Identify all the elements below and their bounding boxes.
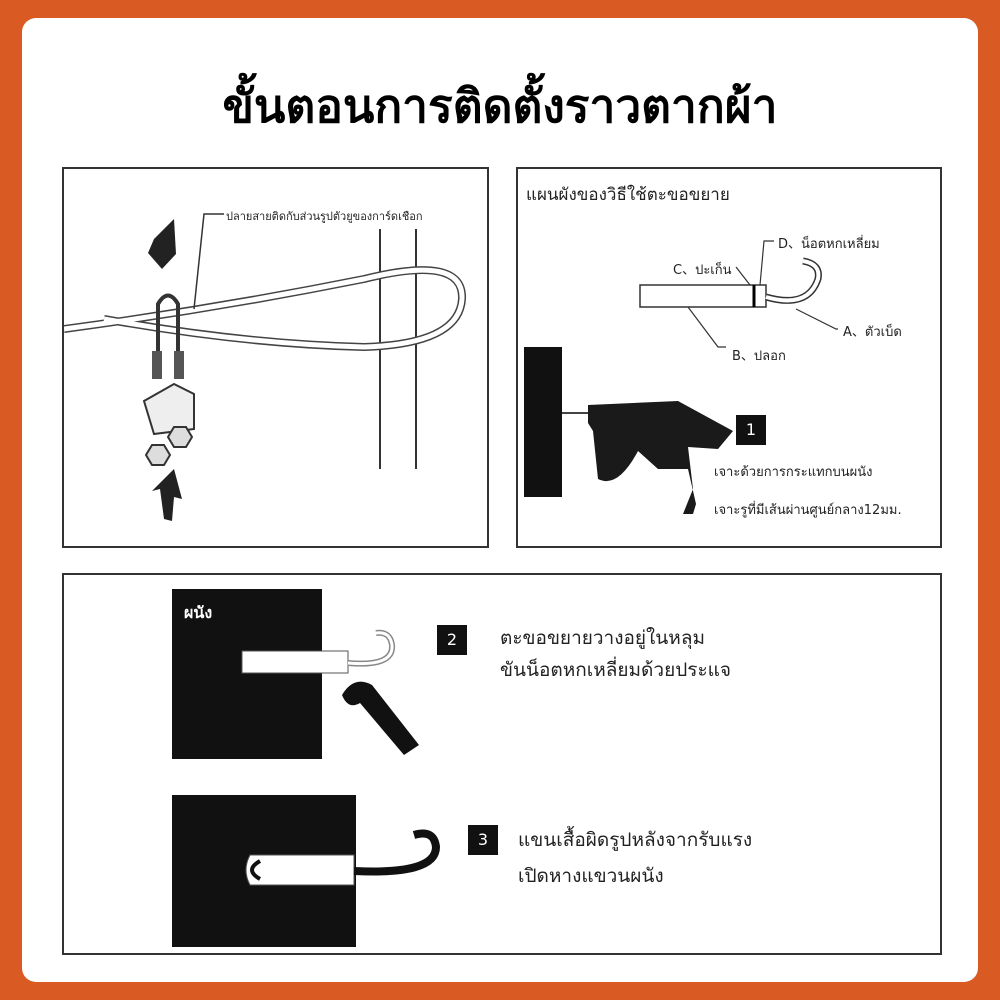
page-title: ขั้นตอนการติดตั้งราวตากผ้า	[222, 79, 778, 133]
diagram-heading: แผนผังของวิธีใช้ตะขอขยาย	[526, 185, 730, 205]
step-1-badge: 1	[736, 415, 766, 445]
rope-clip-illustration	[64, 213, 467, 521]
rope-clip-panel: ปลายสายติดกับส่วนรูปตัวยูของการ์ดเชือก	[62, 167, 489, 548]
wall-block	[524, 347, 562, 497]
step-3-line-2: เปิดหางแขวนผนัง	[518, 865, 664, 887]
expansion-hook-panel: แผนผังของวิธีใช้ตะขอขยาย D、น็อตหกเหลี่ยม…	[516, 167, 942, 548]
part-a-label: A、ตัวเบ็ด	[843, 325, 902, 340]
rope-end-label: ปลายสายติดกับส่วนรูปตัวยูของการ์ดเชือก	[226, 210, 423, 223]
step-1-line-2: เจาะรูที่มีเส้นผ่านศูนย์กลาง12มม.	[714, 503, 902, 518]
expansion-hook-illustration	[524, 240, 838, 514]
wall-label: ผนัง	[184, 603, 213, 622]
wrench-icon	[342, 681, 419, 755]
part-d-label: D、น็อตหกเหลี่ยม	[778, 237, 880, 252]
installation-steps-panel: ผนัง 2 ตะขอขยายวางอยู่ในหลุม ขันน็อตหกเห…	[62, 573, 942, 955]
step-3-badge: 3	[468, 825, 498, 855]
step-2-line-1: ตะขอขยายวางอยู่ในหลุม	[500, 627, 705, 649]
drill-icon	[588, 401, 733, 514]
part-b-label: B、ปลอก	[732, 349, 786, 364]
installation-steps-illustration	[172, 589, 441, 947]
part-c-label: C、ปะเก็น	[673, 263, 732, 278]
step-2-badge: 2	[437, 625, 467, 655]
step-2-line-2: ขันน็อตหกเหลี่ยมด้วยประแจ	[500, 659, 732, 681]
step-3-line-1: แขนเสื้อผิดรูปหลังจากรับแรง	[518, 829, 753, 851]
step-1-line-1: เจาะด้วยการกระแทกบนผนัง	[714, 465, 873, 480]
